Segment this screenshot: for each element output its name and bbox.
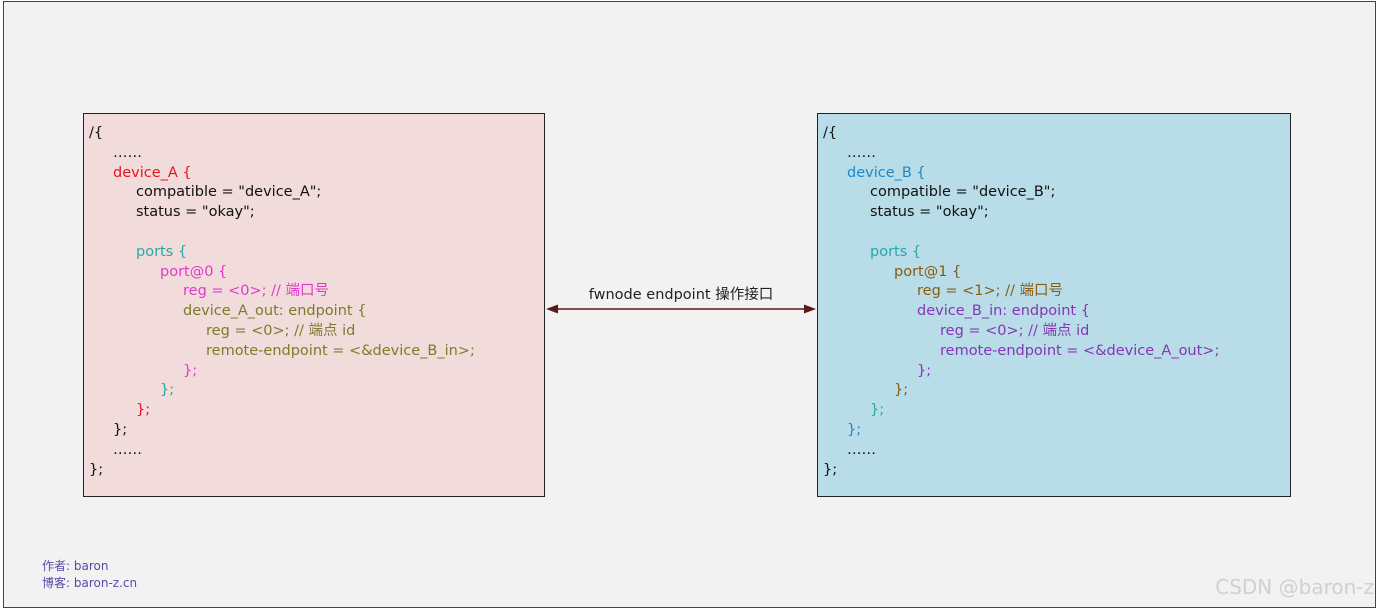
blog-line: 博客: baron-z.cn <box>42 576 138 590</box>
device-b-box: /{ …… device_B { compatible = "device_B"… <box>817 113 1291 497</box>
ports-open-line: ports { <box>870 243 922 260</box>
port-open-line: port@0 { <box>160 263 228 280</box>
device-node-close: }; <box>113 421 128 438</box>
device-node-open: device_A { <box>113 164 192 181</box>
ellipsis-line: …… <box>847 144 876 161</box>
root-open-line: /{ <box>89 125 104 141</box>
endpoint-close-line: }; <box>183 362 198 379</box>
compatible-line: compatible = "device_A"; <box>136 184 322 201</box>
remote-endpoint-line: remote-endpoint = <&device_B_in>; <box>206 342 475 359</box>
device-a-box: /{ …… device_A { compatible = "device_A"… <box>83 113 545 497</box>
device-node-close: }; <box>847 421 862 438</box>
ellipsis-line: …… <box>113 441 142 458</box>
remote-endpoint-line: remote-endpoint = <&device_A_out>; <box>940 342 1220 359</box>
author-info: 作者: baron 博客: baron-z.cn <box>42 558 137 592</box>
blank-line <box>823 223 1219 243</box>
endpoint-reg-line: reg = <0>; // 端点 id <box>940 322 1090 339</box>
ports-close-line: }; <box>136 402 151 419</box>
watermark: CSDN @baron-z <box>1215 575 1374 599</box>
ports-close-line: }; <box>870 402 885 419</box>
endpoint-open-line: device_B_in: endpoint { <box>917 303 1090 320</box>
arrow-label: fwnode endpoint 操作接口 <box>588 287 774 303</box>
port-close-line: }; <box>160 382 175 399</box>
ellipsis-line: …… <box>847 441 876 458</box>
status-line: status = "okay"; <box>136 204 255 221</box>
root-open-line: /{ <box>823 125 838 141</box>
port-open-line: port@1 { <box>894 263 962 280</box>
author-line: 作者: baron <box>42 559 109 573</box>
endpoint-close-line: }; <box>917 362 932 379</box>
port-reg-line: reg = <0>; // 端口号 <box>183 283 330 300</box>
compatible-line: compatible = "device_B"; <box>870 184 1056 201</box>
root-close-line: }; <box>823 461 838 478</box>
blank-line <box>89 223 475 243</box>
ellipsis-line: …… <box>113 144 142 161</box>
port-close-line: }; <box>894 382 909 399</box>
endpoint-open-line: device_A_out: endpoint { <box>183 303 367 320</box>
device-a-code: /{ …… device_A { compatible = "device_A"… <box>89 124 475 480</box>
device-b-code: /{ …… device_B { compatible = "device_B"… <box>823 124 1219 480</box>
status-line: status = "okay"; <box>870 204 989 221</box>
ports-open-line: ports { <box>136 243 188 260</box>
root-close-line: }; <box>89 461 104 478</box>
port-reg-line: reg = <1>; // 端口号 <box>917 283 1064 300</box>
device-node-open: device_B { <box>847 164 926 181</box>
endpoint-reg-line: reg = <0>; // 端点 id <box>206 322 356 339</box>
